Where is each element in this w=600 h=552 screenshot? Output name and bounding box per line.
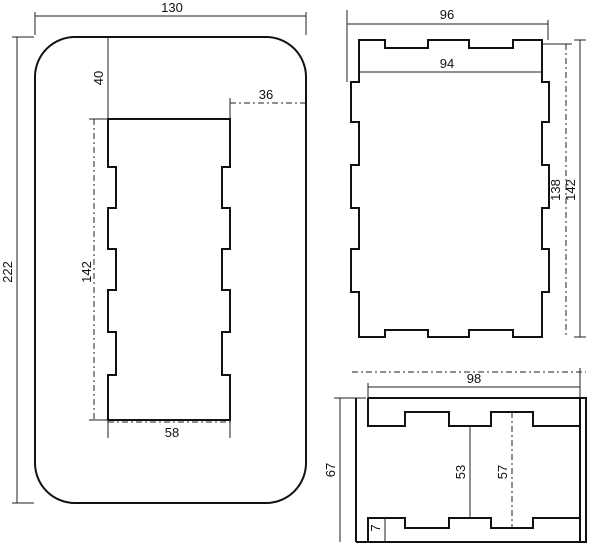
dim-96-label: 96 <box>440 7 454 22</box>
dim-98: 98 <box>352 368 586 398</box>
dim-94: 94 <box>359 56 542 73</box>
dim-36: 36 <box>229 87 306 118</box>
dim-67-label: 67 <box>323 463 338 477</box>
dim-67: 67 <box>323 397 366 542</box>
dim-98-label: 98 <box>467 371 481 386</box>
dim-138-label: 138 <box>548 179 563 201</box>
dim-130-label: 130 <box>161 0 183 15</box>
dim-58-label: 58 <box>165 425 179 440</box>
dim-40: 40 <box>91 37 109 119</box>
dim-96: 96 <box>346 7 549 82</box>
end-panel-bottom-notches <box>367 517 581 542</box>
base-plate: 130 222 40 36 142 <box>0 0 307 504</box>
end-panel-outline <box>367 397 581 543</box>
dim-222-label: 222 <box>0 261 15 283</box>
dim-53: 53 <box>453 426 471 518</box>
dim-57-label: 57 <box>495 465 510 479</box>
base-plate-outline <box>34 36 307 504</box>
dim-40-label: 40 <box>91 71 106 85</box>
dim-7-label: 7 <box>368 524 383 531</box>
dim-53-label: 53 <box>453 465 468 479</box>
end-panel-side-outline <box>355 397 587 543</box>
dim-57: 57 <box>495 412 513 528</box>
dim-7: 7 <box>368 517 386 542</box>
dim-222: 222 <box>0 36 34 504</box>
dim-142-side: 142 <box>563 39 586 338</box>
end-panel-top-notches <box>367 398 581 427</box>
dim-138: 138 <box>542 43 572 337</box>
end-panel: 98 67 53 57 7 <box>323 368 587 543</box>
dim-130: 130 <box>34 0 307 35</box>
dim-94-label: 94 <box>440 56 454 71</box>
side-panel-outline <box>350 39 550 338</box>
dim-58: 58 <box>107 420 231 440</box>
side-panel: 96 94 138 142 <box>346 7 586 338</box>
base-plate-cutout <box>107 118 231 421</box>
dim-142-side-label: 142 <box>563 179 578 201</box>
dim-142-cutout-label: 142 <box>79 261 94 283</box>
dim-36-label: 36 <box>259 87 273 102</box>
dim-142-cutout: 142 <box>79 118 107 421</box>
